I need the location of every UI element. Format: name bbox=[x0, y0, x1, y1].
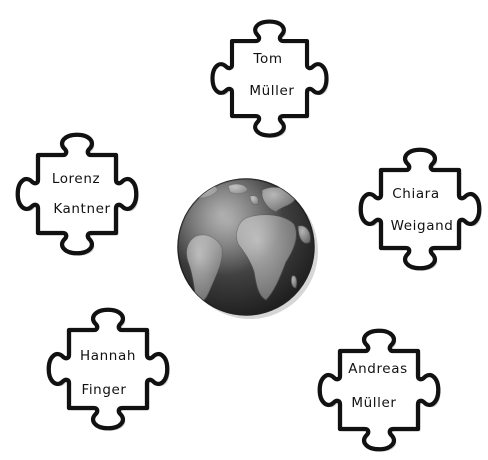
piece-label-tom-line1: Tom bbox=[252, 51, 282, 67]
globe-icon bbox=[177, 178, 318, 319]
puzzle-piece-hannah bbox=[49, 310, 170, 431]
piece-label-andreas-line2: Müller bbox=[351, 395, 396, 411]
piece-label-tom-line2: Müller bbox=[249, 83, 294, 99]
puzzle-piece-tom bbox=[213, 22, 329, 138]
piece-label-lorenz-line2: Kantner bbox=[53, 201, 110, 217]
piece-label-lorenz-line1: Lorenz bbox=[52, 171, 100, 187]
piece-label-chiara-line2: Weigand bbox=[391, 218, 454, 234]
puzzle-piece-chiara bbox=[361, 150, 482, 271]
puzzle-piece-andreas bbox=[320, 331, 441, 452]
piece-label-hannah-line1: Hannah bbox=[80, 348, 136, 364]
puzzle-piece-lorenz bbox=[18, 135, 139, 256]
piece-label-hannah-line2: Finger bbox=[81, 382, 126, 398]
piece-label-chiara-line1: Chiara bbox=[392, 186, 439, 202]
piece-label-andreas-line1: Andreas bbox=[348, 361, 407, 377]
